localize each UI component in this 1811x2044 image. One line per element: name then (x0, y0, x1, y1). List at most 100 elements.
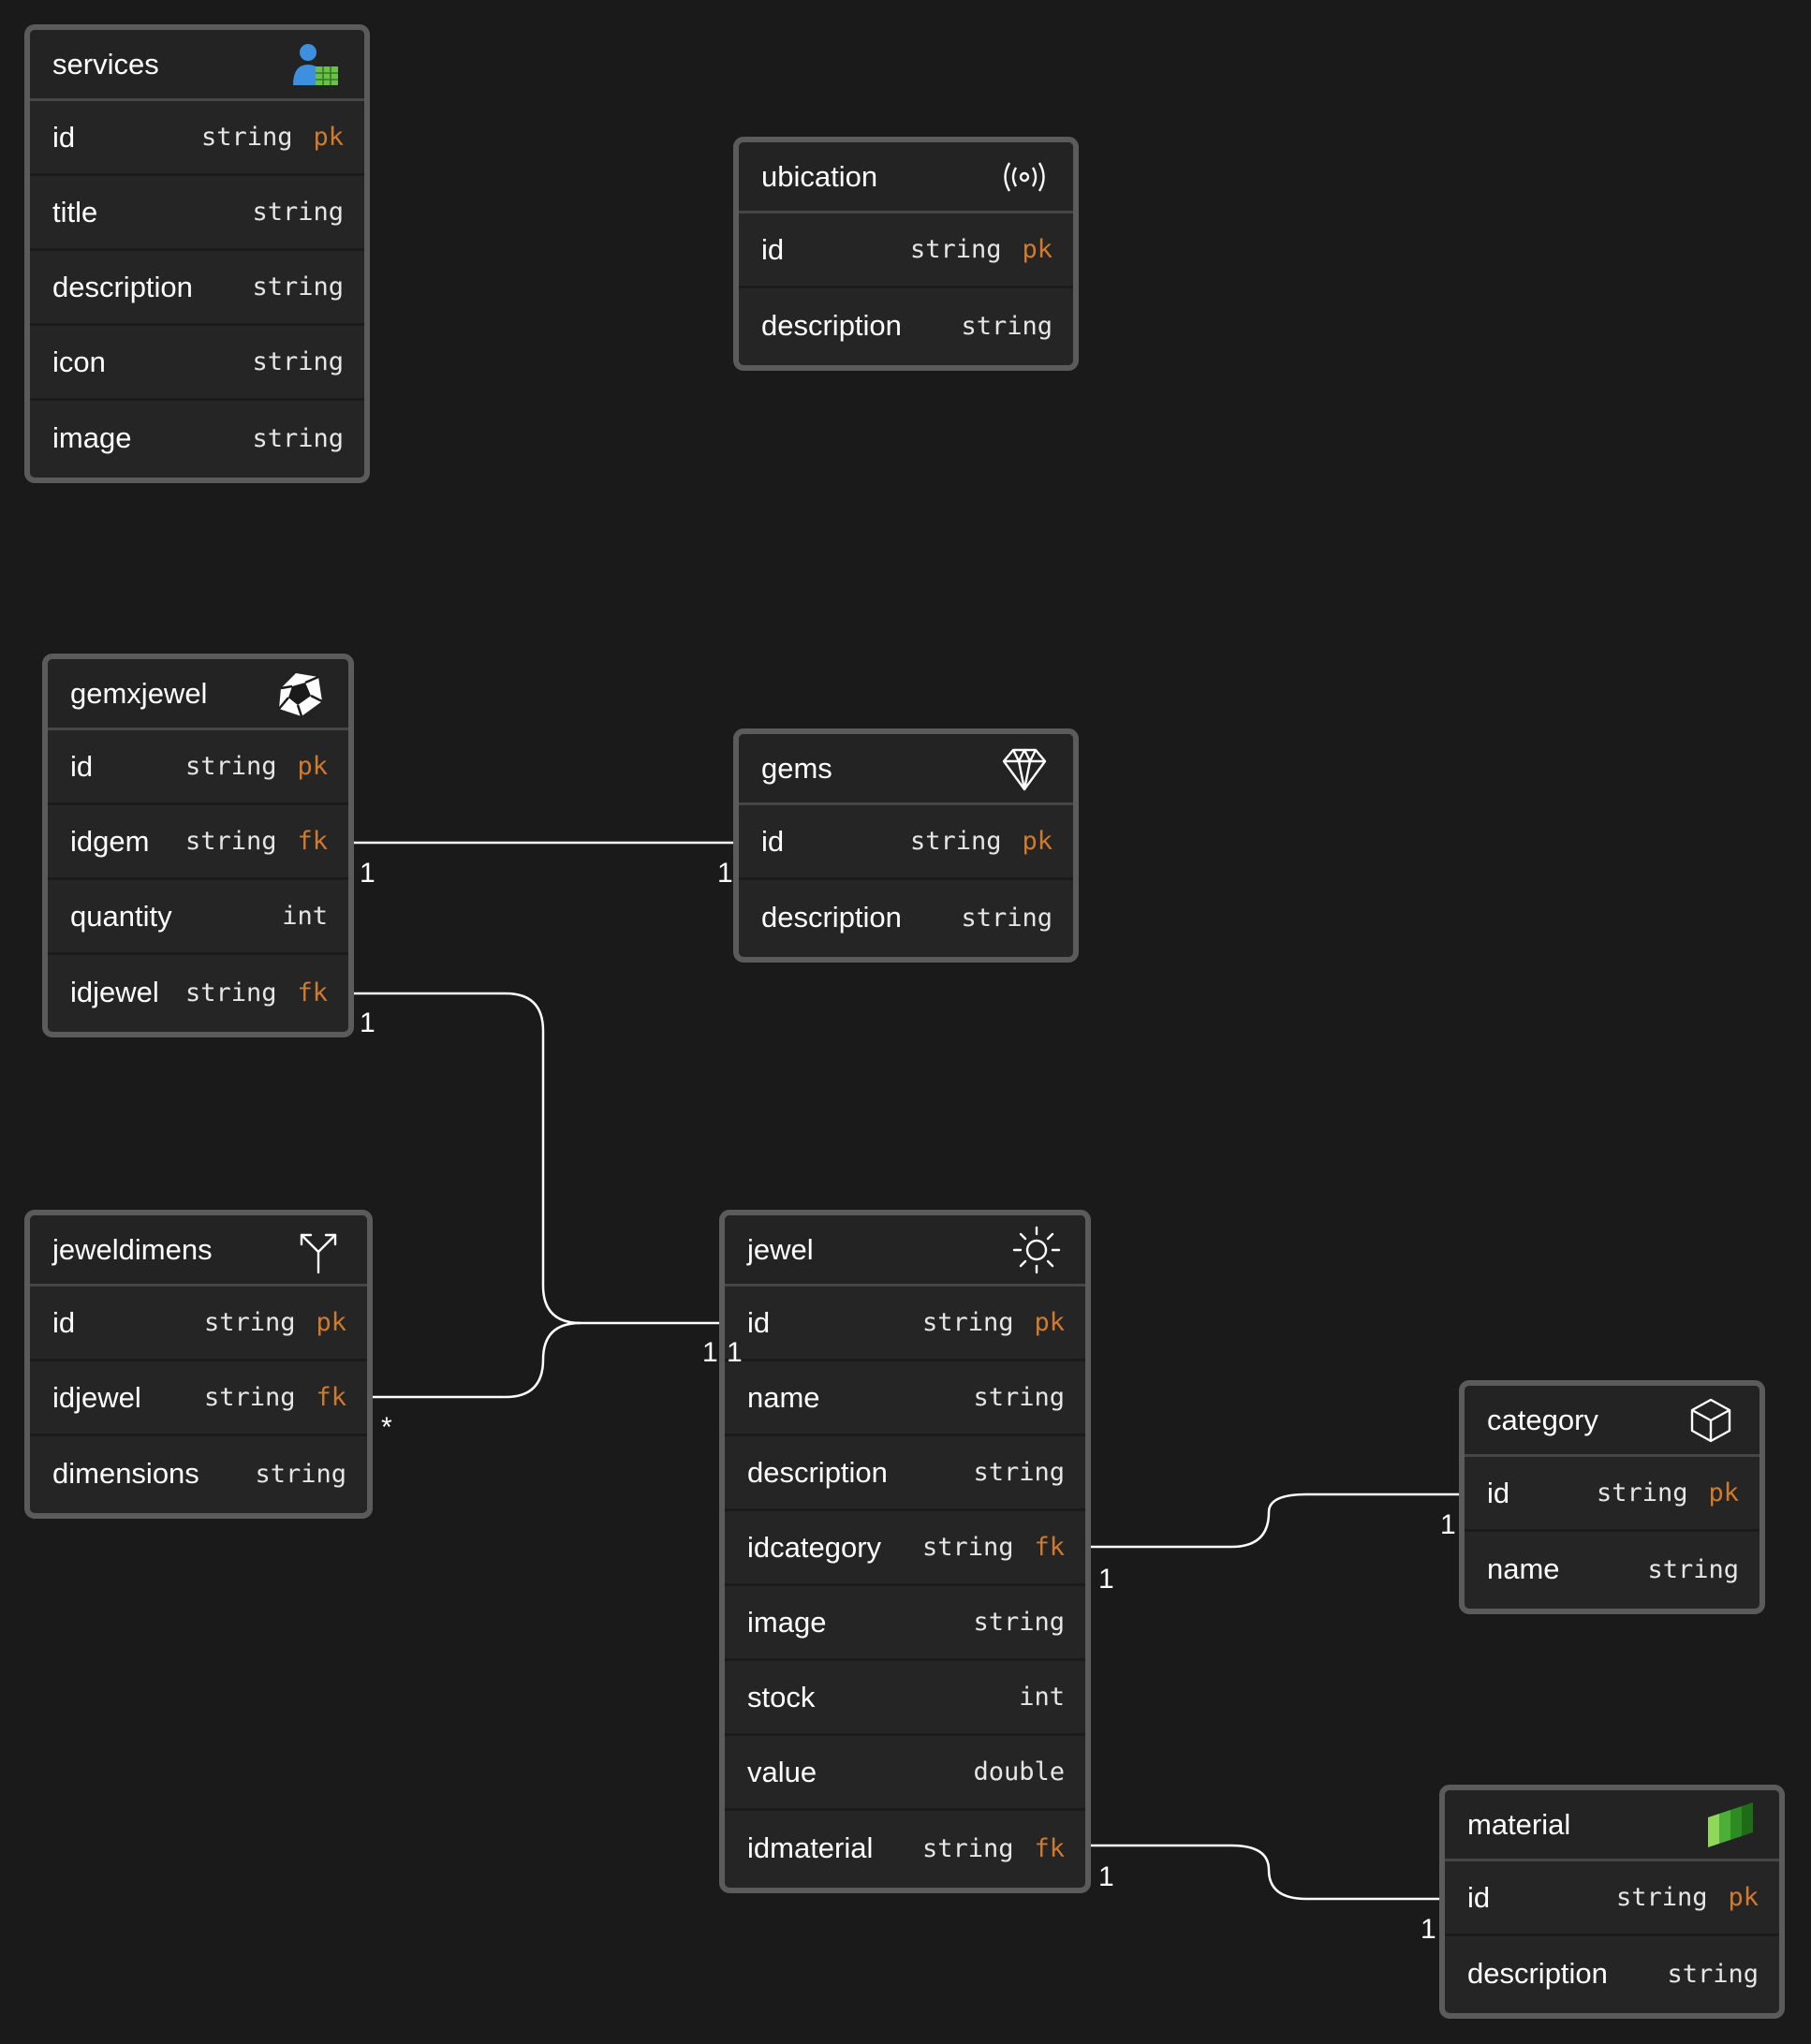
field-name: id (52, 120, 76, 154)
field-row-value[interactable]: value double (725, 1736, 1085, 1811)
field-name: image (52, 421, 132, 454)
relation-jewel-category[interactable] (1082, 1493, 1472, 1549)
entity-title: gemxjewel (70, 676, 208, 710)
field-key-fk: fk (316, 1383, 346, 1412)
relation-jeweldimens-jewel[interactable] (361, 1321, 582, 1399)
user-grid-icon (289, 38, 342, 91)
field-name: id (747, 1305, 771, 1339)
entity-header[interactable]: jeweldimens (30, 1215, 367, 1287)
field-name: idgem (70, 824, 150, 858)
relation-jewel-material[interactable] (1082, 1844, 1452, 1901)
entity-header[interactable]: gemxjewel (48, 659, 348, 730)
entity-header[interactable]: gems (739, 734, 1073, 805)
entity-title: services (52, 47, 159, 81)
field-key-fk: fk (1034, 1533, 1065, 1562)
field-type: string (921, 1533, 1014, 1562)
field-type: string (973, 1458, 1065, 1487)
field-row-quantity[interactable]: quantity int (48, 880, 348, 955)
entity-header[interactable]: ubication (739, 142, 1073, 213)
field-row-image[interactable]: image string (30, 401, 364, 476)
field-type: string (252, 423, 344, 453)
diamond-icon (998, 743, 1051, 795)
field-type: string (1667, 1959, 1759, 1989)
split-arrows-icon (292, 1224, 345, 1276)
field-key-fk: fk (297, 827, 328, 856)
field-row-description[interactable]: description string (739, 288, 1073, 363)
field-type: string (921, 1308, 1014, 1337)
entity-jewel[interactable]: jewel id string pk name string descriptio… (719, 1210, 1091, 1893)
field-key-fk: fk (1034, 1833, 1065, 1863)
field-name: id (70, 749, 94, 783)
field-type: string (252, 198, 344, 227)
cardinality-label: 1 (1421, 1914, 1436, 1945)
field-type: string (184, 978, 277, 1007)
field-row-icon[interactable]: icon string (30, 326, 364, 401)
entity-header[interactable]: services (30, 30, 364, 101)
field-type: string (200, 123, 293, 152)
field-name: stock (747, 1680, 816, 1713)
field-row-dimensions[interactable]: dimensions string (30, 1436, 367, 1511)
field-type: double (973, 1757, 1065, 1787)
field-type: string (252, 347, 344, 376)
field-row-idcategory[interactable]: idcategory string fk (725, 1511, 1085, 1586)
entity-header[interactable]: jewel (725, 1215, 1085, 1287)
field-name: title (52, 195, 98, 228)
entity-header[interactable]: material (1445, 1790, 1779, 1861)
field-name: description (52, 270, 193, 303)
field-row-description[interactable]: description string (1445, 1936, 1779, 2011)
field-name: name (1487, 1552, 1560, 1585)
field-row-name[interactable]: name string (725, 1361, 1085, 1436)
cardinality-label: 1 (1440, 1509, 1456, 1540)
field-name: description (761, 901, 902, 934)
field-type: int (282, 902, 328, 931)
field-type: string (203, 1308, 296, 1337)
relation-gemxjewel-jewel[interactable] (343, 992, 732, 1325)
cardinality-label: 1 (717, 858, 733, 889)
field-row-name[interactable]: name string (1465, 1532, 1759, 1607)
cardinality-label: 1 (1098, 1861, 1114, 1892)
field-name: description (747, 1455, 888, 1489)
field-key-pk: pk (1034, 1308, 1065, 1337)
entity-title: category (1487, 1403, 1598, 1436)
field-name: idjewel (52, 1380, 141, 1414)
field-row-image[interactable]: image string (725, 1586, 1085, 1661)
field-row-description[interactable]: description string (739, 880, 1073, 955)
entity-header[interactable]: category (1465, 1386, 1759, 1457)
field-type: string (921, 1833, 1014, 1863)
field-key-pk: pk (1022, 827, 1053, 856)
field-name: id (52, 1305, 76, 1339)
field-type: string (909, 827, 1002, 856)
cube-icon (1685, 1394, 1737, 1447)
cardinality-label: 1 (360, 858, 375, 889)
field-row-id[interactable]: id string pk (725, 1287, 1085, 1361)
field-row-title[interactable]: title string (30, 176, 364, 251)
field-name: id (1467, 1880, 1491, 1914)
field-type: string (184, 752, 277, 781)
field-row-description[interactable]: description string (30, 251, 364, 326)
field-row-description[interactable]: description string (725, 1436, 1085, 1511)
field-key-pk: pk (1708, 1478, 1739, 1507)
field-type: string (1596, 1478, 1688, 1507)
cardinality-label: 1 (1098, 1564, 1114, 1595)
field-name: idcategory (747, 1530, 882, 1564)
field-type: int (1019, 1683, 1065, 1712)
field-row-stock[interactable]: stock int (725, 1661, 1085, 1736)
